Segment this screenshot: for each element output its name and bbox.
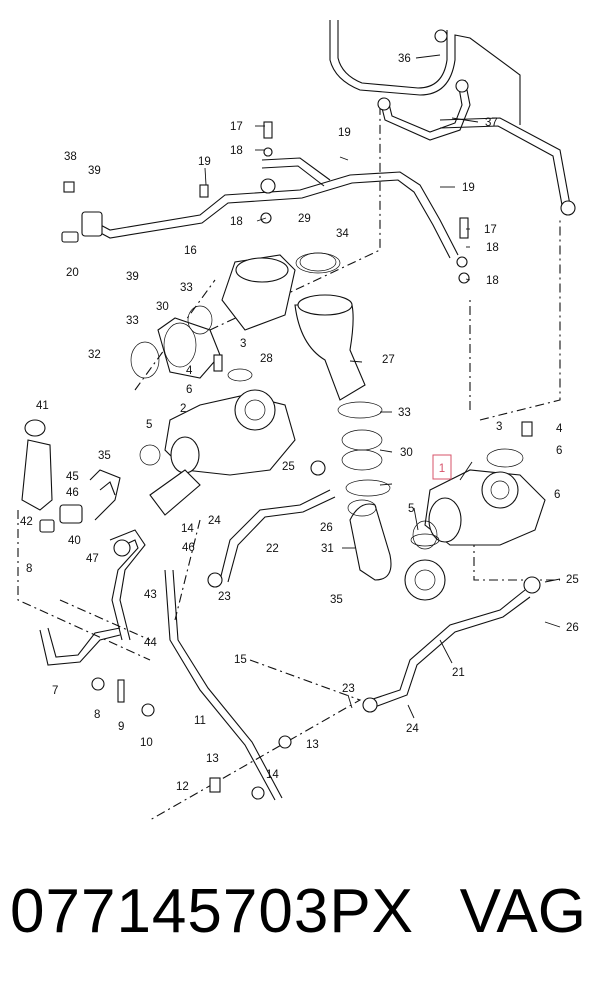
callout-29: 29 (298, 213, 311, 225)
callout-47: 47 (86, 553, 99, 565)
callout-25: 25 (282, 461, 295, 473)
callout-4b: 4 (556, 423, 563, 435)
oil-pipes (164, 460, 541, 801)
callout-6c: 6 (554, 489, 560, 501)
callout-12: 12 (176, 781, 189, 793)
callout-23: 23 (218, 591, 231, 603)
callout-1-highlighted: 1 (432, 454, 452, 480)
brand-name: VAG (459, 877, 586, 946)
callout-11: 11 (194, 715, 206, 727)
callout-8b: 8 (94, 709, 100, 721)
callout-37: 37 (485, 117, 498, 129)
callout-27: 27 (382, 354, 395, 366)
svg-text:1: 1 (439, 463, 445, 475)
callout-24: 24 (208, 515, 221, 527)
callout-33: 33 (180, 282, 193, 294)
caption-bar: 077145703PX VAG (0, 862, 600, 972)
callout-30b: 30 (400, 447, 413, 459)
callout-7: 7 (52, 685, 58, 697)
callout-35: 35 (98, 450, 111, 462)
callout-9: 9 (118, 721, 124, 733)
callout-45: 45 (66, 471, 79, 483)
callout-13b: 13 (306, 739, 319, 751)
left-hoses (21, 419, 146, 666)
callout-17b: 17 (484, 224, 497, 236)
callout-numbers: 1 2 3 3 4 4 5 5 6 6 6 7 8 8 9 10 11 12 1… (20, 53, 579, 793)
exploded-parts-diagram: 1 2 3 3 4 4 5 5 6 6 6 7 8 8 9 10 11 12 1… (17, 20, 579, 821)
callout-18c: 18 (486, 242, 499, 254)
callout-8: 8 (26, 563, 32, 575)
callout-6: 6 (186, 384, 192, 396)
callout-43: 43 (144, 589, 157, 601)
callout-21: 21 (452, 667, 465, 679)
callout-28: 28 (260, 353, 273, 365)
callout-3b: 3 (496, 421, 502, 433)
callout-26: 26 (320, 522, 333, 534)
callout-15: 15 (234, 654, 247, 666)
callout-40: 40 (68, 535, 81, 547)
callout-41: 41 (36, 400, 49, 412)
callout-18: 18 (230, 145, 243, 157)
callout-34: 34 (336, 228, 349, 240)
callout-22: 22 (266, 543, 279, 555)
callout-46: 46 (66, 487, 79, 499)
part-number: 077145703PX (10, 877, 415, 946)
callout-44: 44 (144, 637, 157, 649)
callout-4: 4 (186, 365, 193, 377)
callout-10: 10 (140, 737, 153, 749)
callout-26b: 26 (566, 622, 579, 634)
callout-25b: 25 (566, 574, 579, 586)
callout-14b: 14 (266, 769, 279, 781)
callout-46b: 46 (182, 542, 195, 554)
callout-32: 32 (88, 349, 101, 361)
callout-23b: 23 (342, 683, 355, 695)
turbocharger-left (139, 368, 296, 516)
callout-35b: 35 (330, 594, 343, 606)
hose-31 (295, 252, 440, 581)
callout-19: 19 (198, 156, 211, 168)
callout-39b: 39 (126, 271, 139, 283)
callout-42: 42 (20, 516, 33, 528)
upper-coolant-pipes (329, 20, 576, 216)
callout-18b: 18 (230, 216, 243, 228)
callout-5b: 5 (408, 503, 414, 515)
callout-14: 14 (181, 523, 194, 535)
callout-17: 17 (230, 121, 243, 133)
callout-2: 2 (180, 403, 186, 415)
callout-5: 5 (146, 419, 152, 431)
callout-39: 39 (88, 165, 101, 177)
callout-19c: 19 (462, 182, 475, 194)
callout-20: 20 (66, 267, 79, 279)
bolts (63, 121, 533, 800)
callout-18d: 18 (486, 275, 499, 287)
callout-19b: 19 (338, 127, 351, 139)
callout-36: 36 (398, 53, 411, 65)
intake-connectors (130, 252, 366, 401)
leader-lines (204, 54, 561, 719)
callout-6b: 6 (556, 445, 562, 457)
callout-3: 3 (240, 338, 246, 350)
callout-30: 30 (156, 301, 169, 313)
coolant-pipe-16 (61, 147, 459, 259)
callout-13: 13 (206, 753, 219, 765)
callout-33c: 33 (398, 407, 411, 419)
callout-24b: 24 (406, 723, 419, 735)
callout-16: 16 (184, 245, 197, 257)
turbocharger-right (404, 448, 546, 601)
callout-31: 31 (321, 543, 334, 555)
callout-38: 38 (64, 151, 77, 163)
callout-33b: 33 (126, 315, 139, 327)
